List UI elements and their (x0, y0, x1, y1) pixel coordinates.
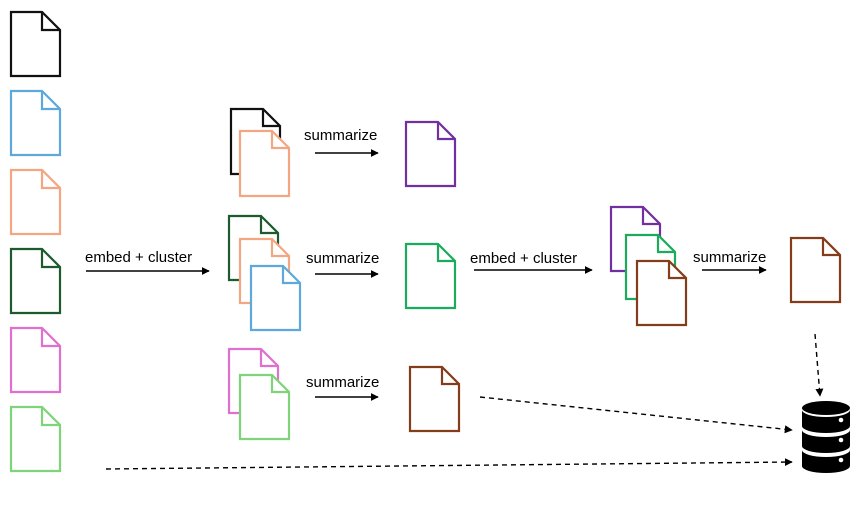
leaf-documents (9, 10, 62, 473)
database-indicator-dot (838, 457, 844, 463)
solid-arrows (86, 149, 767, 401)
database-indicator-dot (838, 437, 844, 443)
database-icon (802, 401, 850, 473)
dashed-arrow-leaf-to-db (105, 458, 793, 470)
database-indicator-dot (838, 417, 844, 423)
cluster-document-icon (238, 129, 291, 198)
cluster-2-documents (227, 214, 302, 332)
level-1-summaries (404, 120, 461, 433)
leaf-document-icon (9, 10, 62, 78)
root-summary-document-icon (789, 236, 842, 304)
summary-document-icon (408, 365, 461, 433)
database-segment (802, 410, 850, 433)
cluster-document-icon (238, 373, 291, 441)
summarize-label-2: summarize (306, 250, 379, 267)
dashed-arrow-root-to-db (814, 333, 824, 397)
level-2-summary (789, 236, 842, 304)
embed-cluster-label-1: embed + cluster (85, 249, 192, 266)
leaf-document-icon (9, 168, 62, 236)
cluster-document-icon (249, 264, 302, 332)
cluster-document-icon (635, 259, 688, 327)
summarize-label-3: summarize (306, 374, 379, 391)
database-segment (802, 450, 850, 473)
labels: embed + cluster summarize summarize summ… (85, 127, 766, 391)
cluster-3-documents (227, 347, 291, 441)
summarize-label-1: summarize (304, 127, 377, 144)
leaf-document-icon (9, 89, 62, 157)
leaf-document-icon (9, 326, 62, 394)
database-segment (802, 430, 850, 453)
dashed-arrows (105, 333, 824, 470)
level-2-cluster-documents (609, 205, 688, 327)
database-top (802, 401, 850, 415)
leaf-document-icon (9, 405, 62, 473)
embed-cluster-label-2: embed + cluster (470, 250, 577, 267)
summary-document-icon (404, 242, 457, 310)
dashed-arrow-summary-to-db (479, 396, 793, 434)
summarize-label-4: summarize (693, 249, 766, 266)
documents-layer (9, 10, 842, 473)
cluster-1-documents (229, 107, 291, 198)
summary-document-icon (404, 120, 457, 188)
leaf-document-icon (9, 247, 62, 315)
